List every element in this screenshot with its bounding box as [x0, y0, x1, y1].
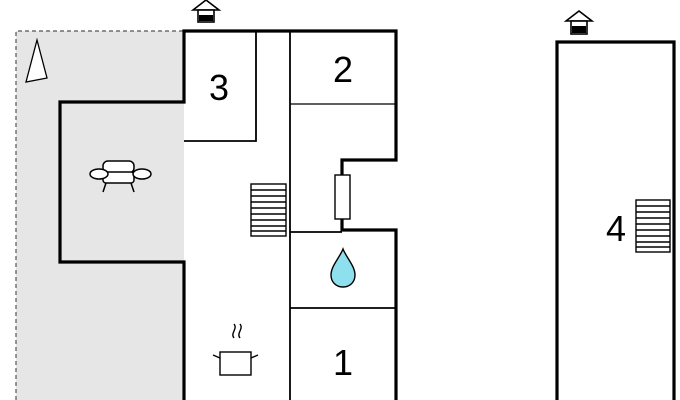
- stairs-icon: [250, 183, 287, 237]
- water-drop-icon: [330, 247, 356, 288]
- room-label-3: 3: [209, 67, 229, 108]
- sofa-icon: [89, 160, 152, 193]
- entrance-house-icon-annex: [563, 9, 595, 35]
- north-arrow-icon: [25, 37, 48, 83]
- interior-walls: [184, 31, 396, 400]
- annex-building-walls: [555, 40, 676, 400]
- radiator-icon: [334, 165, 351, 226]
- room-label-1: 1: [333, 342, 353, 383]
- entrance-house-icon: [190, 0, 222, 23]
- room-label-4: 4: [606, 208, 626, 249]
- stairs-icon-annex: [635, 199, 671, 253]
- terrace-area: [15, 30, 184, 400]
- cooking-pot-icon: [212, 323, 259, 376]
- room-label-2: 2: [333, 49, 353, 90]
